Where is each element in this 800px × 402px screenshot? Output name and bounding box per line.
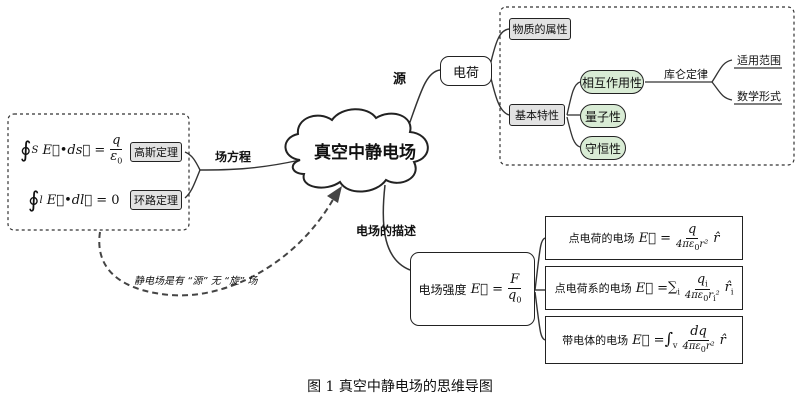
charge-group-frame bbox=[499, 6, 795, 166]
gauss-theorem-label: 高斯定理 bbox=[134, 146, 178, 159]
branch-label-source: 源 bbox=[393, 72, 407, 87]
field-intensity-label: 电场强度 bbox=[418, 282, 467, 297]
continuous-formula-numerator: dq bbox=[688, 324, 709, 342]
center-title: 真空中静电场 bbox=[314, 143, 416, 163]
charge-label: 电荷 bbox=[452, 65, 479, 81]
gauss-rhs-numerator: q bbox=[110, 133, 123, 151]
trait-conservation-label: 守恒性 bbox=[584, 141, 621, 156]
property-node: 物质的属性 bbox=[509, 18, 571, 40]
arrowhead bbox=[327, 186, 342, 203]
curl-free-note: 静电场是有 “源” 无 “旋” 场 bbox=[134, 276, 258, 287]
point-charge-label: 点电荷的电场 bbox=[568, 232, 635, 245]
basic-traits-label: 基本特性 bbox=[515, 109, 559, 122]
basic-traits-node: 基本特性 bbox=[509, 104, 565, 126]
loop-theorem-node: 环路定理 bbox=[130, 190, 182, 210]
cloud-shape bbox=[284, 108, 429, 193]
trait-conservation-node: 守恒性 bbox=[580, 136, 626, 160]
continuous-charge-label: 带电体的电场 bbox=[562, 334, 629, 347]
intensity-denominator: q bbox=[508, 288, 517, 304]
gauss-rhs-denominator: ε bbox=[110, 149, 118, 165]
charge-node: 电荷 bbox=[440, 56, 492, 86]
loop-rhs: = 0 bbox=[96, 192, 120, 208]
gauss-theorem-node: 高斯定理 bbox=[130, 142, 182, 162]
trait-quantization-node: 量子性 bbox=[580, 104, 626, 128]
point-system-label: 点电荷系的电场 bbox=[554, 282, 632, 295]
loop-formula: ∮l E⃗•dl⃗ = 0 bbox=[28, 187, 120, 213]
coulomb-scope-label: 适用范围 bbox=[737, 54, 781, 67]
branch-label-field-equations: 场方程 bbox=[215, 150, 252, 164]
coulomb-math-form-label: 数学形式 bbox=[737, 90, 781, 103]
point-formula-numerator: q bbox=[685, 222, 699, 240]
trait-interaction-node: 相互作用性 bbox=[580, 70, 644, 94]
gauss-surface-sub: S bbox=[31, 144, 39, 156]
figure-caption: 图 1 真空中静电场的思维导图 bbox=[307, 379, 493, 395]
branch-label-field-description: 电场的描述 bbox=[356, 224, 417, 238]
trait-quantization-label: 量子性 bbox=[584, 109, 621, 124]
equations-group-frame bbox=[7, 113, 190, 231]
loop-theorem-label: 环路定理 bbox=[134, 194, 178, 207]
intensity-numerator: F bbox=[508, 272, 522, 290]
property-label: 物质的属性 bbox=[512, 23, 568, 36]
trait-interaction-label: 相互作用性 bbox=[581, 75, 642, 90]
coulomb-law-label: 库仑定律 bbox=[664, 68, 708, 81]
